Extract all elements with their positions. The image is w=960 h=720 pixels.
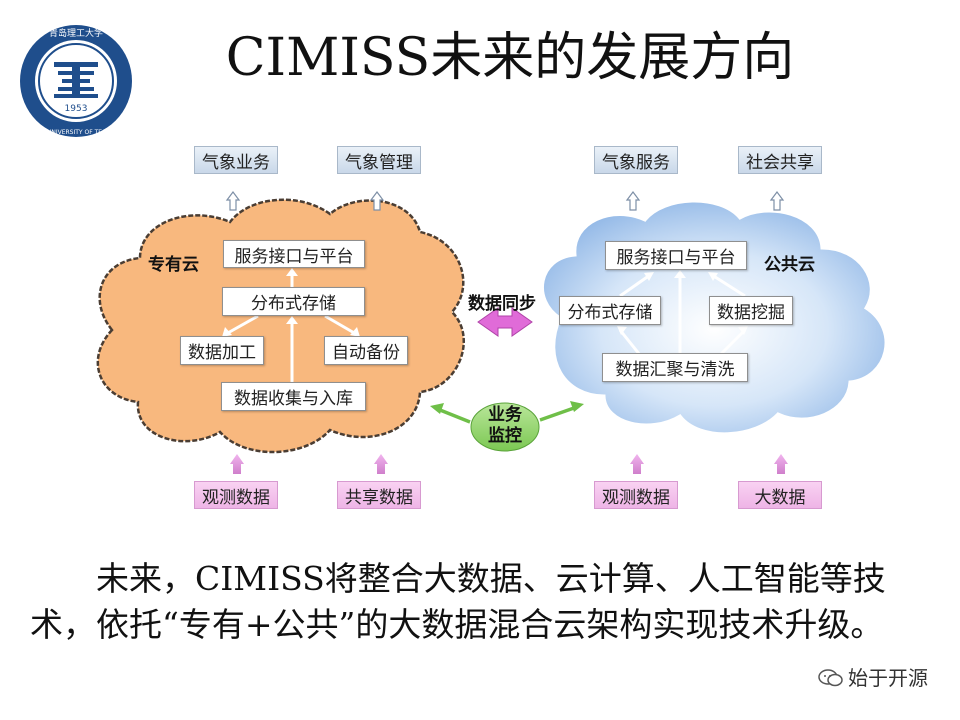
public-storage-node: 分布式存储 — [559, 296, 661, 325]
private-output-box: 气象管理 — [337, 146, 421, 174]
bottom-input-arrows — [230, 454, 788, 474]
public-input-box: 观测数据 — [594, 481, 678, 509]
public-cleanse-node: 数据汇聚与清洗 — [602, 353, 748, 382]
watermark: 始于开源 — [818, 662, 928, 691]
public-mining-node: 数据挖掘 — [709, 296, 793, 325]
monitor-label-line1: 业务 — [488, 405, 522, 425]
logo-top-text: 青岛理工大学 — [49, 27, 103, 39]
private-backup-node: 自动备份 — [324, 336, 408, 365]
monitor-arrows — [439, 406, 575, 424]
private-service-node: 服务接口与平台 — [223, 240, 365, 268]
monitor-ellipse — [470, 402, 540, 452]
watermark-text: 始于开源 — [848, 666, 928, 690]
body-paragraph: 未来，CIMISS将整合大数据、云计算、人工智能等技术，依托“专有+公共”的大数… — [30, 556, 930, 648]
private-input-box: 共享数据 — [337, 481, 421, 509]
private-storage-node: 分布式存储 — [222, 287, 365, 316]
private-input-box: 观测数据 — [194, 481, 278, 509]
private-collect-node: 数据收集与入库 — [221, 382, 366, 411]
slide-title: CIMISS未来的发展方向 — [225, 28, 795, 88]
private-internal-arrows — [225, 272, 357, 385]
public-output-box: 社会共享 — [738, 146, 822, 174]
top-output-arrows — [225, 191, 785, 211]
public-input-box: 大数据 — [738, 481, 822, 509]
public-cloud-label: 公共云 — [764, 255, 815, 275]
private-cloud-label: 专有云 — [148, 255, 199, 275]
public-internal-arrows — [618, 273, 747, 357]
private-cloud-shape — [96, 198, 465, 454]
wechat-icon — [818, 669, 843, 687]
monitor-label-line2: 监控 — [488, 426, 522, 446]
private-output-box: 气象业务 — [194, 146, 278, 174]
logo-ring-text: QINGDAO UNIVERSITY OF TECHNOLOGY — [16, 129, 136, 136]
university-logo: 1953 青岛理工大学 QINGDAO UNIVERSITY OF TECHNO… — [16, 25, 136, 137]
body-text: 未来，CIMISS将整合大数据、云计算、人工智能等技术，依托“专有+公共”的大数… — [30, 559, 886, 644]
public-service-node: 服务接口与平台 — [605, 241, 747, 270]
sync-label: 数据同步 — [468, 294, 536, 314]
public-output-box: 气象服务 — [594, 146, 678, 174]
monitor-label: 业务 监控 — [485, 405, 525, 447]
private-process-node: 数据加工 — [180, 336, 264, 365]
logo-year: 1953 — [65, 104, 88, 114]
sync-arrow — [477, 307, 533, 337]
